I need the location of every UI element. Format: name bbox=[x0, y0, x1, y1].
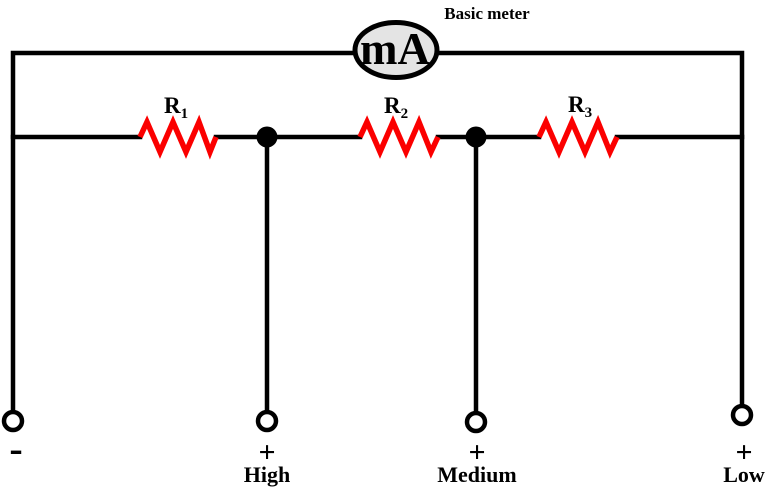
terminal-medium-plus-sign: + bbox=[468, 436, 485, 469]
meter-caption: Basic meter bbox=[444, 4, 530, 23]
wire-left-loop bbox=[10, 50, 358, 414]
resistor-r2-zigzag bbox=[357, 114, 441, 159]
ammeter-unit-label: mA bbox=[360, 24, 430, 74]
terminal-negative-sign: - bbox=[9, 426, 22, 471]
resistor-r2-label: R2 bbox=[384, 93, 408, 122]
terminal-high-plus-sign: + bbox=[258, 436, 275, 469]
ammeter-body bbox=[352, 20, 440, 80]
resistor-r3-zigzag bbox=[536, 114, 620, 159]
junction-dot-medium bbox=[465, 126, 487, 148]
terminals-group: - + + + High Medium Low bbox=[1, 403, 765, 487]
terminal-low-plus-sign: + bbox=[735, 436, 752, 469]
terminal-circle-medium bbox=[464, 410, 488, 434]
terminal-circles bbox=[1, 403, 754, 434]
terminal-medium-label: Medium bbox=[437, 462, 516, 487]
terminal-circle-low bbox=[730, 403, 754, 427]
resistor-r3-label: R3 bbox=[568, 92, 592, 121]
meter-group: mA Basic meter bbox=[352, 4, 530, 80]
resistor-r1-zigzag bbox=[137, 114, 219, 160]
junction-dot-high bbox=[256, 126, 278, 148]
resistor-r1-label: R1 bbox=[164, 93, 188, 122]
resistors-group bbox=[137, 114, 620, 160]
terminal-circle-negative bbox=[1, 409, 25, 433]
terminal-low-label: Low bbox=[723, 462, 765, 487]
junction-dots-group bbox=[256, 126, 487, 148]
wires-group bbox=[10, 50, 745, 415]
terminal-circle-high bbox=[255, 409, 279, 433]
resistor-labels-group: R1 R2 R3 bbox=[164, 92, 592, 122]
terminal-high-label: High bbox=[244, 462, 290, 487]
wire-right-loop bbox=[434, 50, 745, 408]
